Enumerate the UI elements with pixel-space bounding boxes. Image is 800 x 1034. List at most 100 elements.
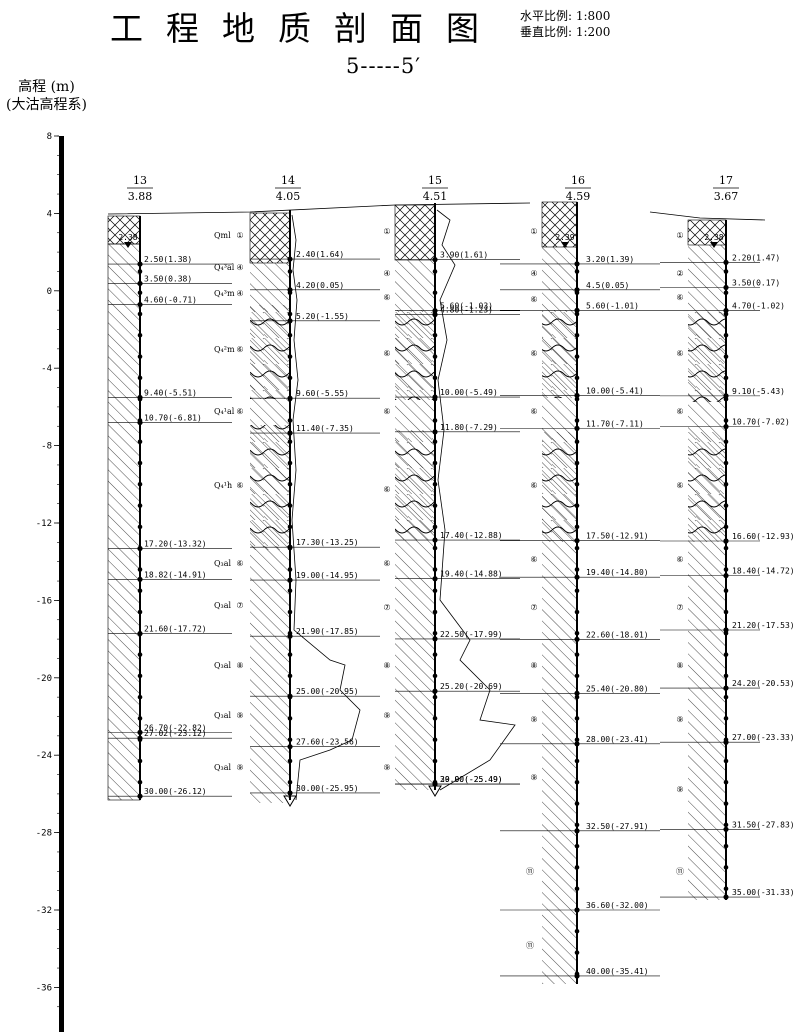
sample-point-icon [432,737,438,743]
layer-depth-label: 27.60(-23.56) [296,738,359,747]
sample-point-icon [574,971,580,977]
sample-point-icon [723,503,729,508]
axis-tick-label: -20 [36,674,52,684]
layer-depth-label: 4.5(0.05) [586,281,629,290]
sample-point-icon [723,393,729,399]
sample-point-icon [432,652,438,657]
stratum-symbol: ② [676,269,683,278]
sample-point-icon [432,588,438,594]
layer-depth-label: 22.50(-17.99) [440,630,503,639]
cpt-curve-14 [291,214,361,801]
layer-depth-label: 3.50(0.38) [144,274,192,283]
stratum-symbol: ⑦ [236,601,243,610]
sample-point-icon [432,460,438,466]
stratum-symbol: ① [236,231,243,240]
layer-depth-label: 40.00(-35.41) [586,967,649,976]
sample-point-icon [723,424,729,430]
borehole-elevation: 4.59 [566,190,591,203]
layer-depth-label: 25.20(-20.69) [440,682,503,691]
sample-point-icon [287,375,293,381]
sample-point-icon [137,261,143,267]
sample-point-icon [137,460,143,466]
sample-point-icon [137,576,143,582]
horizontal-scale: 水平比例: 1:800 [520,9,611,23]
sample-point-icon [287,290,293,296]
layer-depth-label: 5.20(-1.55) [296,312,349,321]
sample-point-icon [432,439,438,445]
stratum-age-code: Q₄¹al [214,407,235,416]
stratum-symbol: ⑧ [236,661,243,670]
sample-point-icon [137,673,143,679]
layer-depth-label: 21.90(-17.85) [296,627,359,636]
sample-point-icon [574,538,580,544]
sample-point-icon [287,439,293,445]
sample-point-icon [287,758,293,764]
sample-point-icon [574,396,580,402]
axis-tick-label: -4 [41,364,52,374]
vertical-scale: 垂直比例: 1:200 [520,25,611,39]
layer-depth-label: 35.00(-31.33) [732,888,795,897]
sample-point-icon [723,573,729,579]
elevation-axis-title: 高程 (m) (大沽高程系) [6,78,87,114]
sample-point-icon [432,545,438,551]
sample-point-icon [432,524,438,530]
sample-point-icon [287,716,293,721]
layer-depth-label: 11.70(-7.11) [586,419,644,428]
sample-point-icon [432,418,438,423]
layer-depth-label: 30.00(-26.12) [144,787,207,796]
sample-point-icon [137,418,143,423]
stratum-age-code: Q₃al [214,763,232,772]
sample-point-icon [574,311,580,317]
stratum-age-code: Q₄³m [214,289,235,298]
stratum-symbol: ⑥ [530,555,537,564]
stratum-age-code: Q₄²m [214,345,235,354]
sample-point-icon [574,418,580,423]
sample-point-icon [287,652,293,657]
borehole-16-column [541,201,578,984]
stratum-symbol: ⑨ [236,763,243,772]
sample-point-icon [723,460,729,466]
stratum-symbol: ⑦ [676,603,683,612]
sample-point-icon [287,790,293,796]
sample-point-icon [287,418,293,423]
stratum-symbol: ⑨ [676,715,683,724]
axis-title-line2: (大沽高程系) [6,97,87,113]
sample-point-icon [723,627,729,633]
sample-point-icon [723,779,729,785]
sample-point-icon [723,545,729,551]
sample-point-icon [723,826,729,832]
sample-point-icon [574,439,580,445]
layer-depth-label: 11.40(-7.35) [296,424,354,433]
axis-tick-label: 8 [47,132,52,142]
stratum-symbol: ⑥ [676,481,683,490]
layer-depth-label: 25.00(-20.95) [296,687,359,696]
water-level-value: 2.38 [704,233,723,242]
sample-point-icon [432,429,438,435]
layer-depth-label: 3.20(1.39) [586,255,634,264]
sample-point-icon [574,822,580,828]
sample-point-icon [287,396,293,402]
sample-point-icon [137,503,143,508]
sample-point-icon [287,524,293,530]
sample-point-icon [287,744,293,750]
axis-ticks: 840-4-8-12-16-20-24-28-32-36 [36,132,59,1008]
stratum-symbol: ⑥ [530,295,537,304]
sample-point-icon [723,588,729,594]
axis-tick-label: -36 [36,983,52,993]
axis-title-line1: 高程 (m) [18,79,75,95]
stratum-symbol: ⑥ [383,407,390,416]
stratum-symbol: ⑨ [530,715,537,724]
sample-point-icon [723,311,729,317]
stratum-symbol: ⑨ [676,785,683,794]
borehole-annotations: 133.882.382.50(1.38)3.50(0.38)4.60(-0.71… [108,174,795,979]
sample-point-icon [723,269,729,274]
layer-depth-label: 10.00(-5.49) [440,388,498,397]
sample-point-icon [137,280,143,287]
section-name: 5-----5′ [346,54,421,78]
stratum-symbol: ④ [383,269,390,278]
sample-point-icon [574,636,580,642]
layer-depth-label: 10.00(-5.41) [586,386,644,395]
stratum-age-code: Q₄³al [214,263,235,272]
sample-point-icon [574,609,580,615]
